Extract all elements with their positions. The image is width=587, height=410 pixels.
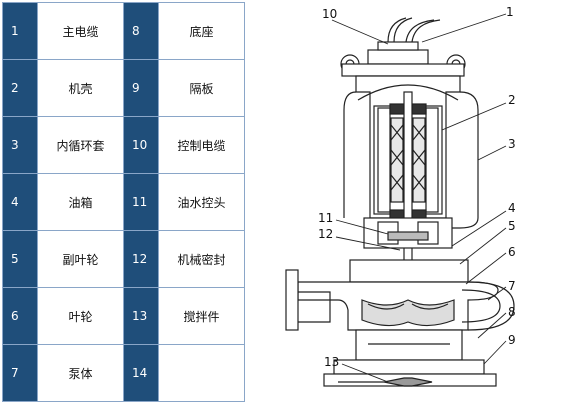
callout-8: 8 xyxy=(508,305,516,319)
part-number: 8 xyxy=(123,2,159,60)
callout-9: 9 xyxy=(508,333,516,347)
pump-cross-section-diagram: 10 1 2 3 11 12 4 5 6 7 8 9 13 xyxy=(285,5,516,387)
callout-3: 3 xyxy=(508,137,516,151)
callout-1: 1 xyxy=(506,5,514,19)
table-row: 6 叶轮 13 搅拌件 xyxy=(2,287,245,345)
table-row: 3 内循环套 10 控制电缆 xyxy=(2,116,245,174)
part-number: 7 xyxy=(2,344,38,402)
part-number: 5 xyxy=(2,230,38,288)
table-row: 1 主电缆 8 底座 xyxy=(2,2,245,60)
part-name: 底座 xyxy=(158,2,245,60)
part-name xyxy=(158,344,245,402)
part-number: 10 xyxy=(123,116,159,174)
table-row: 2 机壳 9 隔板 xyxy=(2,59,245,117)
callout-12: 12 xyxy=(318,227,333,241)
callout-labels: 10 1 2 3 11 12 4 5 6 7 8 9 13 xyxy=(318,5,516,369)
part-name: 隔板 xyxy=(158,59,245,117)
table-row: 5 副叶轮 12 机械密封 xyxy=(2,230,245,288)
part-number: 2 xyxy=(2,59,38,117)
part-number: 11 xyxy=(123,173,159,231)
callout-4: 4 xyxy=(508,201,516,215)
callout-5: 5 xyxy=(508,219,516,233)
part-number: 6 xyxy=(2,287,38,345)
part-name: 油水控头 xyxy=(158,173,245,231)
callout-11: 11 xyxy=(318,211,333,225)
part-name: 叶轮 xyxy=(37,287,124,345)
cooling-jacket xyxy=(446,91,479,229)
callout-10: 10 xyxy=(322,7,337,21)
pump-base xyxy=(323,329,497,387)
part-name: 内循环套 xyxy=(37,116,124,174)
part-name: 搅拌件 xyxy=(158,287,245,345)
cooling-jacket-left xyxy=(343,91,357,218)
callout-7: 7 xyxy=(508,279,516,293)
part-number: 12 xyxy=(123,230,159,288)
table-row: 7 泵体 14 xyxy=(2,344,245,402)
part-name: 泵体 xyxy=(37,344,124,402)
callout-13: 13 xyxy=(324,355,339,369)
callout-leaders xyxy=(331,13,507,383)
part-number: 13 xyxy=(123,287,159,345)
part-name: 机壳 xyxy=(37,59,124,117)
callout-2: 2 xyxy=(508,93,516,107)
agitator xyxy=(338,377,433,387)
callout-6: 6 xyxy=(508,245,516,259)
pump-volute xyxy=(285,259,515,331)
part-name: 控制电缆 xyxy=(158,116,245,174)
parts-legend-table: 1 主电缆 8 底座 2 机壳 9 隔板 3 内循环套 10 控制电缆 4 油箱… xyxy=(2,2,245,402)
part-name: 机械密封 xyxy=(158,230,245,288)
part-name: 油箱 xyxy=(37,173,124,231)
part-number: 4 xyxy=(2,173,38,231)
part-name: 副叶轮 xyxy=(37,230,124,288)
cable-gland xyxy=(340,17,466,77)
part-number: 1 xyxy=(2,2,38,60)
oil-chamber xyxy=(363,217,453,249)
part-name: 主电缆 xyxy=(37,2,124,60)
part-number: 14 xyxy=(123,344,159,402)
part-number: 9 xyxy=(123,59,159,117)
table-row: 4 油箱 11 油水控头 xyxy=(2,173,245,231)
part-number: 3 xyxy=(2,116,38,174)
